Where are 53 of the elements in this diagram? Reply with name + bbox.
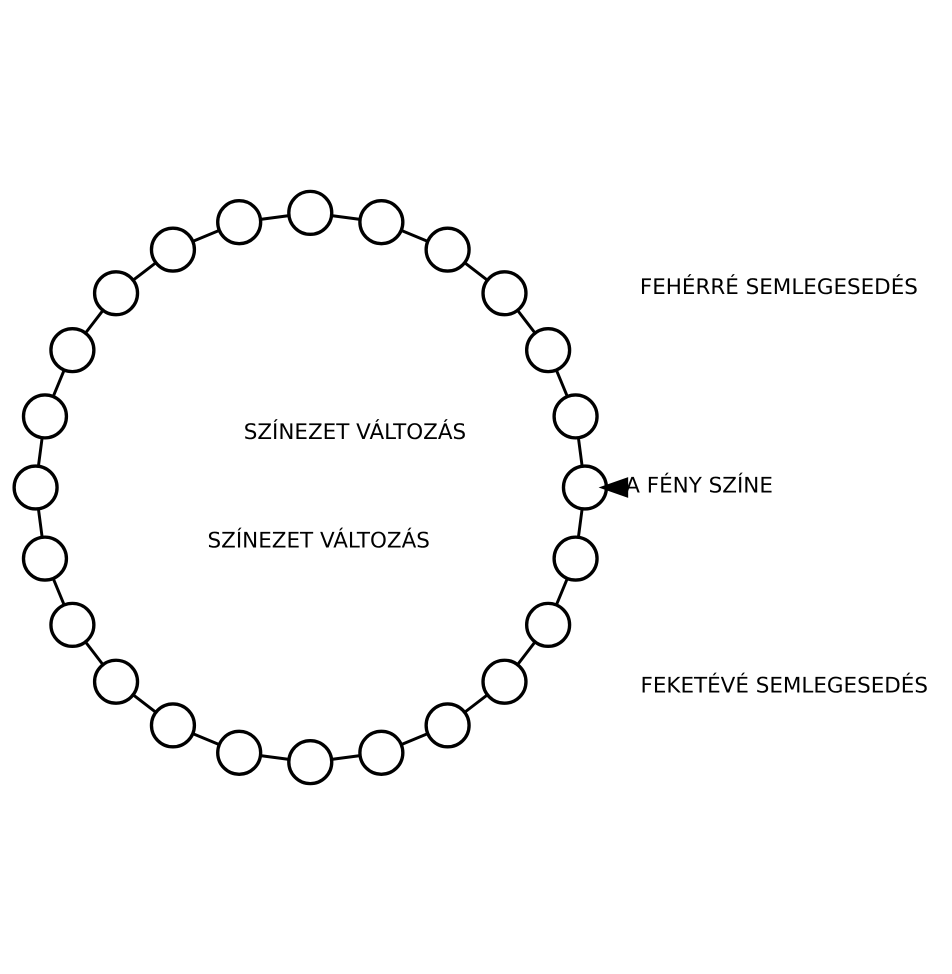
- node-circle: [287, 738, 334, 785]
- connector: [400, 228, 428, 242]
- arrow: [598, 476, 628, 498]
- node-circle: [358, 729, 404, 776]
- node-circle: [481, 270, 528, 316]
- node-circle: [92, 270, 140, 316]
- connector: [331, 754, 360, 760]
- node-circle: [424, 702, 471, 748]
- node-circle: [424, 226, 471, 272]
- node-circle: [92, 658, 140, 704]
- connector: [516, 640, 536, 665]
- label: FEKETÉVÉ SEMLEGESEDÉS: [640, 672, 928, 698]
- node-circle: [12, 464, 59, 510]
- connector: [36, 508, 44, 537]
- node-circle: [150, 226, 196, 272]
- connector: [84, 640, 104, 665]
- connector: [555, 577, 569, 606]
- connector: [84, 309, 104, 334]
- connector: [464, 693, 488, 713]
- node-circle: [216, 198, 262, 245]
- connector: [260, 214, 290, 220]
- node-circle: [49, 326, 96, 373]
- node-circle: [552, 534, 599, 582]
- connector: [464, 261, 488, 281]
- node-circle: [552, 392, 599, 440]
- node-circle: [22, 534, 68, 582]
- connector: [555, 368, 569, 397]
- connector: [576, 508, 584, 537]
- connector: [260, 754, 290, 760]
- node-circle: [525, 326, 572, 373]
- label: FEHÉRRÉ SEMLEGESEDÉS: [640, 274, 918, 300]
- node-circle: [287, 189, 334, 236]
- connector: [52, 368, 66, 397]
- node-circle: [150, 702, 196, 748]
- connector: [400, 732, 428, 746]
- connector: [192, 228, 220, 242]
- node-circle: [358, 198, 404, 245]
- label: SZÍNEZET VÁLTOZÁS: [244, 419, 466, 444]
- connector: [36, 437, 44, 466]
- node-circle: [481, 658, 528, 704]
- connector: [331, 214, 360, 220]
- node-circle: [525, 601, 572, 648]
- connector: [576, 437, 584, 466]
- node-circle: [22, 392, 68, 440]
- label: SZÍNEZET VÁLTOZÁS: [208, 528, 430, 554]
- node-circle: [216, 729, 262, 776]
- connector: [192, 732, 220, 746]
- node-circle: [49, 601, 96, 648]
- connector: [516, 309, 536, 334]
- node-circle: [562, 464, 608, 510]
- connector: [52, 577, 66, 606]
- connector: [132, 261, 157, 281]
- connector: [132, 693, 156, 713]
